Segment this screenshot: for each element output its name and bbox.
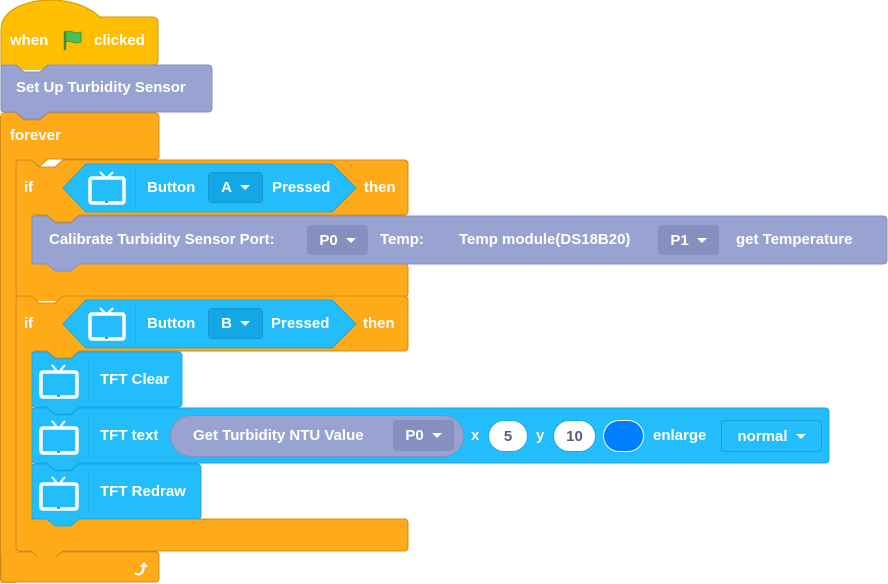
- pressed-label: Pressed: [272, 179, 331, 196]
- enlarge-dropdown[interactable]: normal: [721, 420, 822, 452]
- dropdown-arrow-icon: [239, 185, 250, 190]
- temp-module-reporter[interactable]: Temp module(DS18B20): [459, 231, 631, 248]
- temp-port-dropdown[interactable]: P1: [658, 225, 719, 255]
- green-flag-icon: [63, 30, 82, 50]
- setup-turbidity-sensor-block[interactable]: Set Up Turbidity Sensor: [16, 79, 186, 96]
- calibrate-port-dropdown[interactable]: P0: [307, 225, 368, 255]
- turbidity-ntu-label: Get Turbidity NTU Value: [193, 427, 364, 444]
- tft-clear-label: TFT Clear: [100, 371, 170, 388]
- turbidity-port-value: P0: [405, 427, 424, 444]
- dropdown-arrow-icon: [696, 237, 707, 243]
- button-b-value: B: [221, 315, 232, 332]
- then-label: then: [364, 179, 396, 196]
- enlarge-value: normal: [737, 427, 788, 445]
- tft-screen-icon: [39, 476, 79, 511]
- color-picker-swatch[interactable]: [603, 420, 644, 452]
- enlarge-label: enlarge: [653, 427, 707, 444]
- pressed-label: Pressed: [271, 315, 330, 332]
- dropdown-arrow-icon: [795, 433, 806, 439]
- calibrate-label: Calibrate Turbidity Sensor Port:: [49, 231, 275, 248]
- divider: [135, 306, 136, 342]
- divider: [88, 472, 89, 512]
- button-a-dropdown[interactable]: A: [208, 172, 263, 203]
- loop-arrow-icon: [134, 562, 148, 576]
- divider: [88, 360, 89, 400]
- button-b-dropdown[interactable]: B: [208, 308, 263, 339]
- get-temperature-label: get Temperature: [736, 231, 853, 248]
- y-label: y: [536, 427, 545, 444]
- y-input[interactable]: 10: [553, 420, 596, 452]
- tft-screen-icon: [88, 171, 126, 205]
- temp-port-value: P1: [670, 231, 689, 249]
- dropdown-arrow-icon: [239, 321, 250, 326]
- dropdown-arrow-icon: [431, 433, 442, 438]
- temp-label: Temp:: [380, 231, 424, 248]
- button-a-value: A: [221, 179, 232, 196]
- tft-screen-icon: [88, 307, 126, 341]
- button-label: Button: [147, 179, 196, 196]
- then-label: then: [363, 315, 395, 332]
- forever-block-shape[interactable]: [0, 112, 170, 584]
- divider: [88, 416, 89, 456]
- turbidity-port-dropdown[interactable]: P0: [393, 420, 454, 451]
- dropdown-arrow-icon: [345, 237, 356, 243]
- divider: [135, 170, 136, 206]
- forever-label: forever: [10, 127, 61, 144]
- if-b-label: if: [24, 315, 34, 332]
- calibrate-port-value: P0: [319, 231, 338, 249]
- tft-screen-icon: [39, 420, 79, 455]
- tft-redraw-label: TFT Redraw: [100, 483, 186, 500]
- x-input[interactable]: 5: [488, 420, 528, 452]
- setup-block-shape[interactable]: [0, 64, 214, 122]
- x-label: x: [471, 427, 480, 444]
- clicked-label: clicked: [94, 32, 145, 49]
- when-label: when: [10, 32, 49, 49]
- if-a-label: if: [24, 179, 34, 196]
- button-label: Button: [147, 315, 196, 332]
- tft-text-label: TFT text: [100, 427, 159, 444]
- tft-screen-icon: [39, 364, 79, 399]
